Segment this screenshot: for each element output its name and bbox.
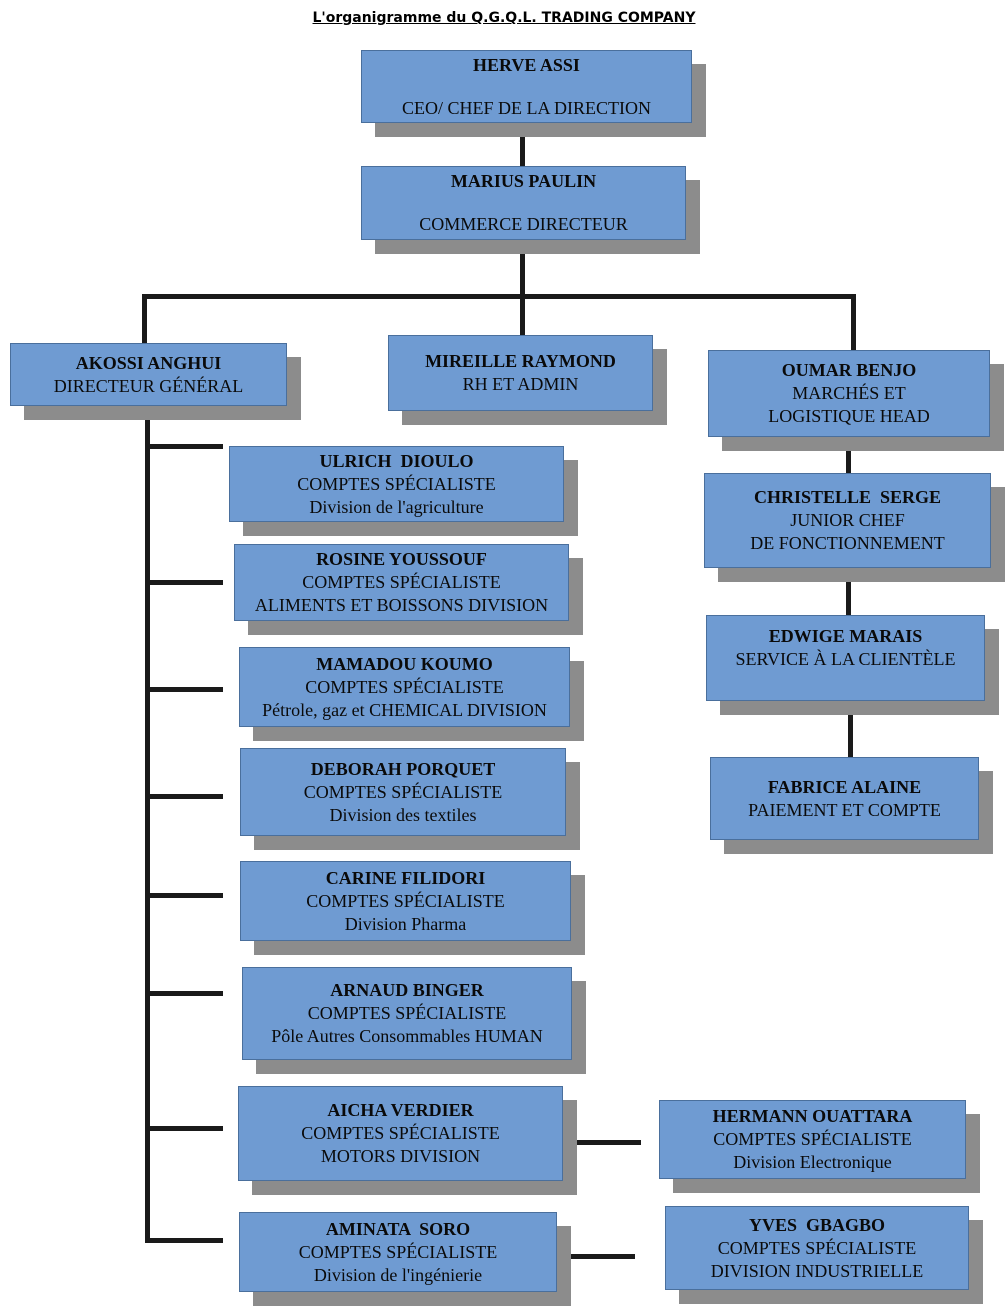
node-commerce-director: MARIUS PAULIN COMMERCE DIRECTEUR [361, 166, 686, 240]
node-role: SERVICE À LA CLIENTÈLE [735, 649, 956, 669]
node-role: MARCHÉS ET [792, 383, 906, 403]
node-specialist-aminata: AMINATA SORO COMPTES SPÉCIALISTE Divisio… [239, 1212, 557, 1292]
node-name: ROSINE YOUSSOUF [316, 549, 487, 569]
node-name: MARIUS PAULIN [450, 171, 597, 191]
node-name: YVES GBAGBO [748, 1214, 886, 1235]
node-name: CHRISTELLE SERGE [753, 487, 942, 507]
node-specialist-yves: YVES GBAGBO COMPTES SPÉCIALISTE DIVISION… [665, 1206, 969, 1290]
node-division: Pôle Autres Consommables HUMAN [271, 1026, 543, 1046]
node-edwige-marais: EDWIGE MARAIS SERVICE À LA CLIENTÈLE [706, 615, 985, 701]
node-name: OUMAR BENJO [781, 360, 917, 380]
connector-branch-1 [145, 444, 223, 449]
connector-aicha-hermann [563, 1140, 641, 1145]
node-role: COMPTES SPÉCIALISTE [713, 1129, 912, 1149]
node-division: Division des textiles [329, 804, 477, 825]
connector-edwige-fabrice [848, 700, 853, 758]
node-name: MIREILLE RAYMOND [425, 351, 616, 371]
node-division: Division Pharma [344, 913, 467, 934]
node-specialist-hermann: HERMANN OUATTARA COMPTES SPÉCIALISTE Div… [659, 1100, 966, 1179]
node-role: COMPTES SPÉCIALISTE [301, 1123, 500, 1143]
connector-branch-5 [145, 893, 223, 898]
connector-branch-3 [145, 687, 223, 692]
chart-title: L'organigramme du Q.G.Q.L. TRADING COMPA… [312, 10, 696, 26]
node-role: CEO/ CHEF DE LA DIRECTION [402, 97, 651, 118]
connector-horizontal-bus [142, 294, 856, 299]
node-specialist-carine: CARINE FILIDORI COMPTES SPÉCIALISTE Divi… [240, 861, 571, 941]
node-specialist-ulrich: ULRICH DIOULO COMPTES SPÉCIALISTE Divisi… [229, 446, 564, 522]
connector-christelle-edwige [846, 567, 851, 616]
node-rh-admin: MIREILLE RAYMOND RH ET ADMIN [388, 335, 653, 411]
node-specialist-arnaud: ARNAUD BINGER COMPTES SPÉCIALISTE Pôle A… [242, 967, 572, 1060]
node-name: MAMADOU KOUMO [316, 653, 493, 674]
node-role: DIRECTEUR GÉNÉRAL [53, 375, 244, 396]
connector-dg-spine [145, 405, 150, 1242]
node-role: COMMERCE DIRECTEUR [419, 214, 628, 234]
node-division: DIVISION INDUSTRIELLE [710, 1260, 924, 1281]
node-name: AMINATA SORO [325, 1218, 471, 1239]
node-division: ALIMENTS ET BOISSONS DIVISION [254, 595, 549, 615]
node-fabrice-alaine: FABRICE ALAINE PAIEMENT ET COMPTE [710, 757, 979, 840]
node-role: COMPTES SPÉCIALISTE [302, 572, 501, 592]
node-role: COMPTES SPÉCIALISTE [303, 781, 503, 802]
connector-branch-4 [145, 794, 223, 799]
node-name: AICHA VERDIER [327, 1100, 474, 1120]
node-division: Division Electronique [733, 1152, 892, 1172]
node-role: JUNIOR CHEF [790, 510, 905, 530]
node-specialist-deborah: DEBORAH PORQUET COMPTES SPÉCIALISTE Divi… [240, 748, 566, 836]
connector-branch-7 [145, 1126, 223, 1131]
node-name: ARNAUD BINGER [330, 980, 484, 1000]
node-division: Division de l'agriculture [309, 496, 484, 517]
node-role-cont: DE FONCTIONNEMENT [750, 533, 945, 553]
node-name: FABRICE ALAINE [767, 777, 922, 797]
node-role: COMPTES SPÉCIALISTE [298, 1241, 498, 1262]
connector-bus-logistics [851, 294, 856, 351]
node-specialist-aicha: AICHA VERDIER COMPTES SPÉCIALISTE MOTORS… [238, 1086, 563, 1181]
connector-branch-6 [145, 991, 223, 996]
node-specialist-rosine: ROSINE YOUSSOUF COMPTES SPÉCIALISTE ALIM… [234, 544, 569, 621]
node-name: EDWIGE MARAIS [768, 626, 923, 646]
node-christelle-serge: CHRISTELLE SERGE JUNIOR CHEF DE FONCTION… [704, 473, 991, 568]
node-role-cont: LOGISTIQUE HEAD [768, 406, 930, 426]
node-division: Pétrole, gaz et CHEMICAL DIVISION [262, 699, 547, 720]
node-role: COMPTES SPÉCIALISTE [305, 676, 504, 697]
node-name: DEBORAH PORQUET [310, 758, 496, 779]
node-name: AKOSSI ANGHUI [75, 352, 222, 373]
node-division: MOTORS DIVISION [320, 1146, 481, 1166]
connector-aminata-yves [557, 1254, 635, 1259]
connector-branch-2 [145, 580, 223, 585]
connector-branch-8 [145, 1238, 223, 1243]
node-role: COMPTES SPÉCIALISTE [307, 1003, 507, 1023]
node-division: Division de l'ingénierie [313, 1264, 483, 1285]
node-role: COMPTES SPÉCIALISTE [306, 890, 505, 911]
node-role: COMPTES SPÉCIALISTE [297, 473, 496, 494]
connector-bus-rh [520, 294, 525, 336]
node-logistics-head: OUMAR BENJO MARCHÉS ET LOGISTIQUE HEAD [708, 350, 990, 437]
node-specialist-mamadou: MAMADOU KOUMO COMPTES SPÉCIALISTE Pétrol… [239, 647, 570, 727]
node-role: PAIEMENT ET COMPTE [748, 800, 941, 820]
connector-commerce-bus [520, 240, 525, 296]
connector-bus-dg [142, 294, 147, 344]
node-role: COMPTES SPÉCIALISTE [717, 1237, 917, 1258]
connector-ceo-commerce [520, 122, 525, 167]
node-directeur-general: AKOSSI ANGHUI DIRECTEUR GÉNÉRAL [10, 343, 287, 406]
connector-logistics-christelle [846, 436, 851, 474]
node-name: HERVE ASSI [473, 54, 580, 75]
node-name: ULRICH DIOULO [319, 450, 474, 471]
node-name: HERMANN OUATTARA [712, 1106, 913, 1126]
node-ceo: HERVE ASSI CEO/ CHEF DE LA DIRECTION [361, 50, 692, 123]
node-name: CARINE FILIDORI [325, 867, 486, 888]
node-role: RH ET ADMIN [462, 374, 579, 394]
